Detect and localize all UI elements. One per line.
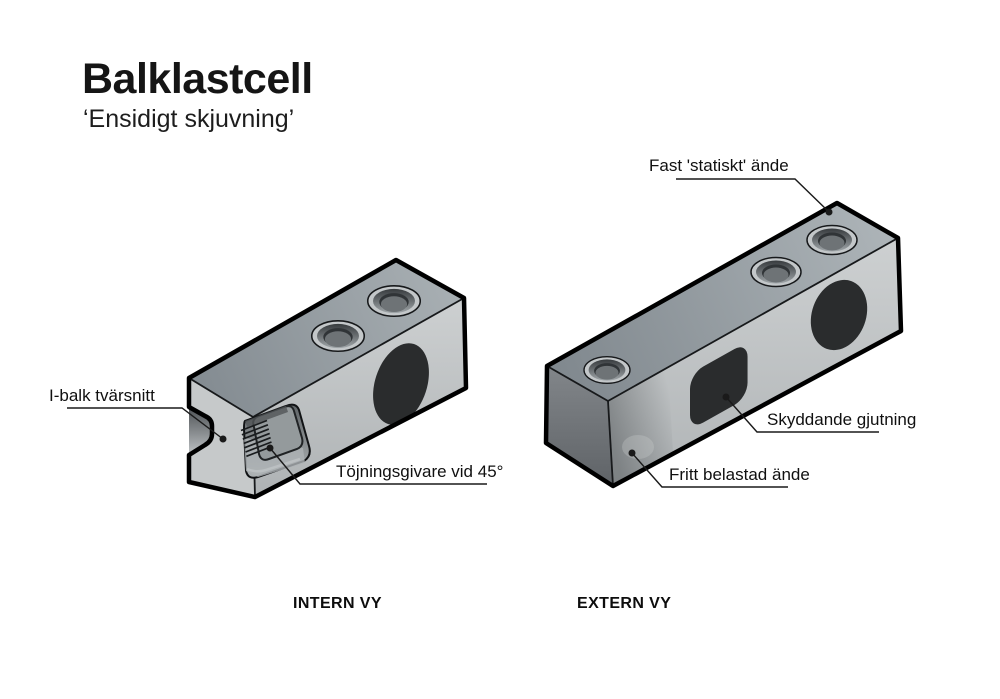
- intern-view-drawing: [186, 257, 469, 500]
- side-molding-ellipse: [373, 343, 429, 425]
- strain-gauge-hatch: [240, 419, 273, 458]
- mounting-hole: [750, 256, 802, 288]
- corner-highlight: [622, 435, 654, 459]
- callout-protective-molding: Skyddande gjutning: [767, 410, 917, 429]
- pocket-top-shadow: [245, 406, 288, 427]
- leader-strain-gauge: [269, 447, 487, 485]
- page-subtitle: ‘Ensidigt skjuvning’: [83, 105, 295, 133]
- extern-outline: [543, 200, 904, 489]
- extern-top-face: [547, 203, 898, 401]
- callout-fixed-end: Fast 'statiskt' ände: [649, 156, 789, 175]
- mounting-hole: [310, 319, 366, 353]
- extern-inner-edges: [546, 237, 899, 487]
- callout-free-end: Fritt belastad ände: [669, 465, 810, 484]
- end-molding-ellipse: [810, 279, 868, 351]
- extern-end-face: [546, 366, 613, 486]
- mounting-hole: [806, 224, 858, 256]
- leader-protective-molding: [725, 396, 879, 433]
- mounting-hole: [366, 284, 422, 318]
- leader-i-beam: [67, 407, 224, 440]
- callout-strain-gauge: Töjningsgivare vid 45°: [336, 462, 504, 481]
- pocket-fillet-highlight: [246, 457, 301, 473]
- leader-dots: [219, 208, 833, 457]
- intern-outline: [186, 257, 469, 500]
- leader-free-end: [631, 452, 788, 488]
- front-corner-shadow: [608, 367, 673, 486]
- page-title: Balklastcell: [82, 55, 313, 103]
- leader-fixed-end: [676, 178, 830, 213]
- caption-intern-vy: INTERN VY: [293, 595, 382, 612]
- leader-lines: [67, 178, 879, 488]
- callout-i-beam-section: I-balk tvärsnitt: [49, 386, 155, 405]
- mounting-hole: [583, 355, 631, 385]
- caption-extern-vy: EXTERN VY: [577, 595, 672, 612]
- pocket-opening: [240, 403, 311, 479]
- extern-view-drawing: [543, 200, 904, 489]
